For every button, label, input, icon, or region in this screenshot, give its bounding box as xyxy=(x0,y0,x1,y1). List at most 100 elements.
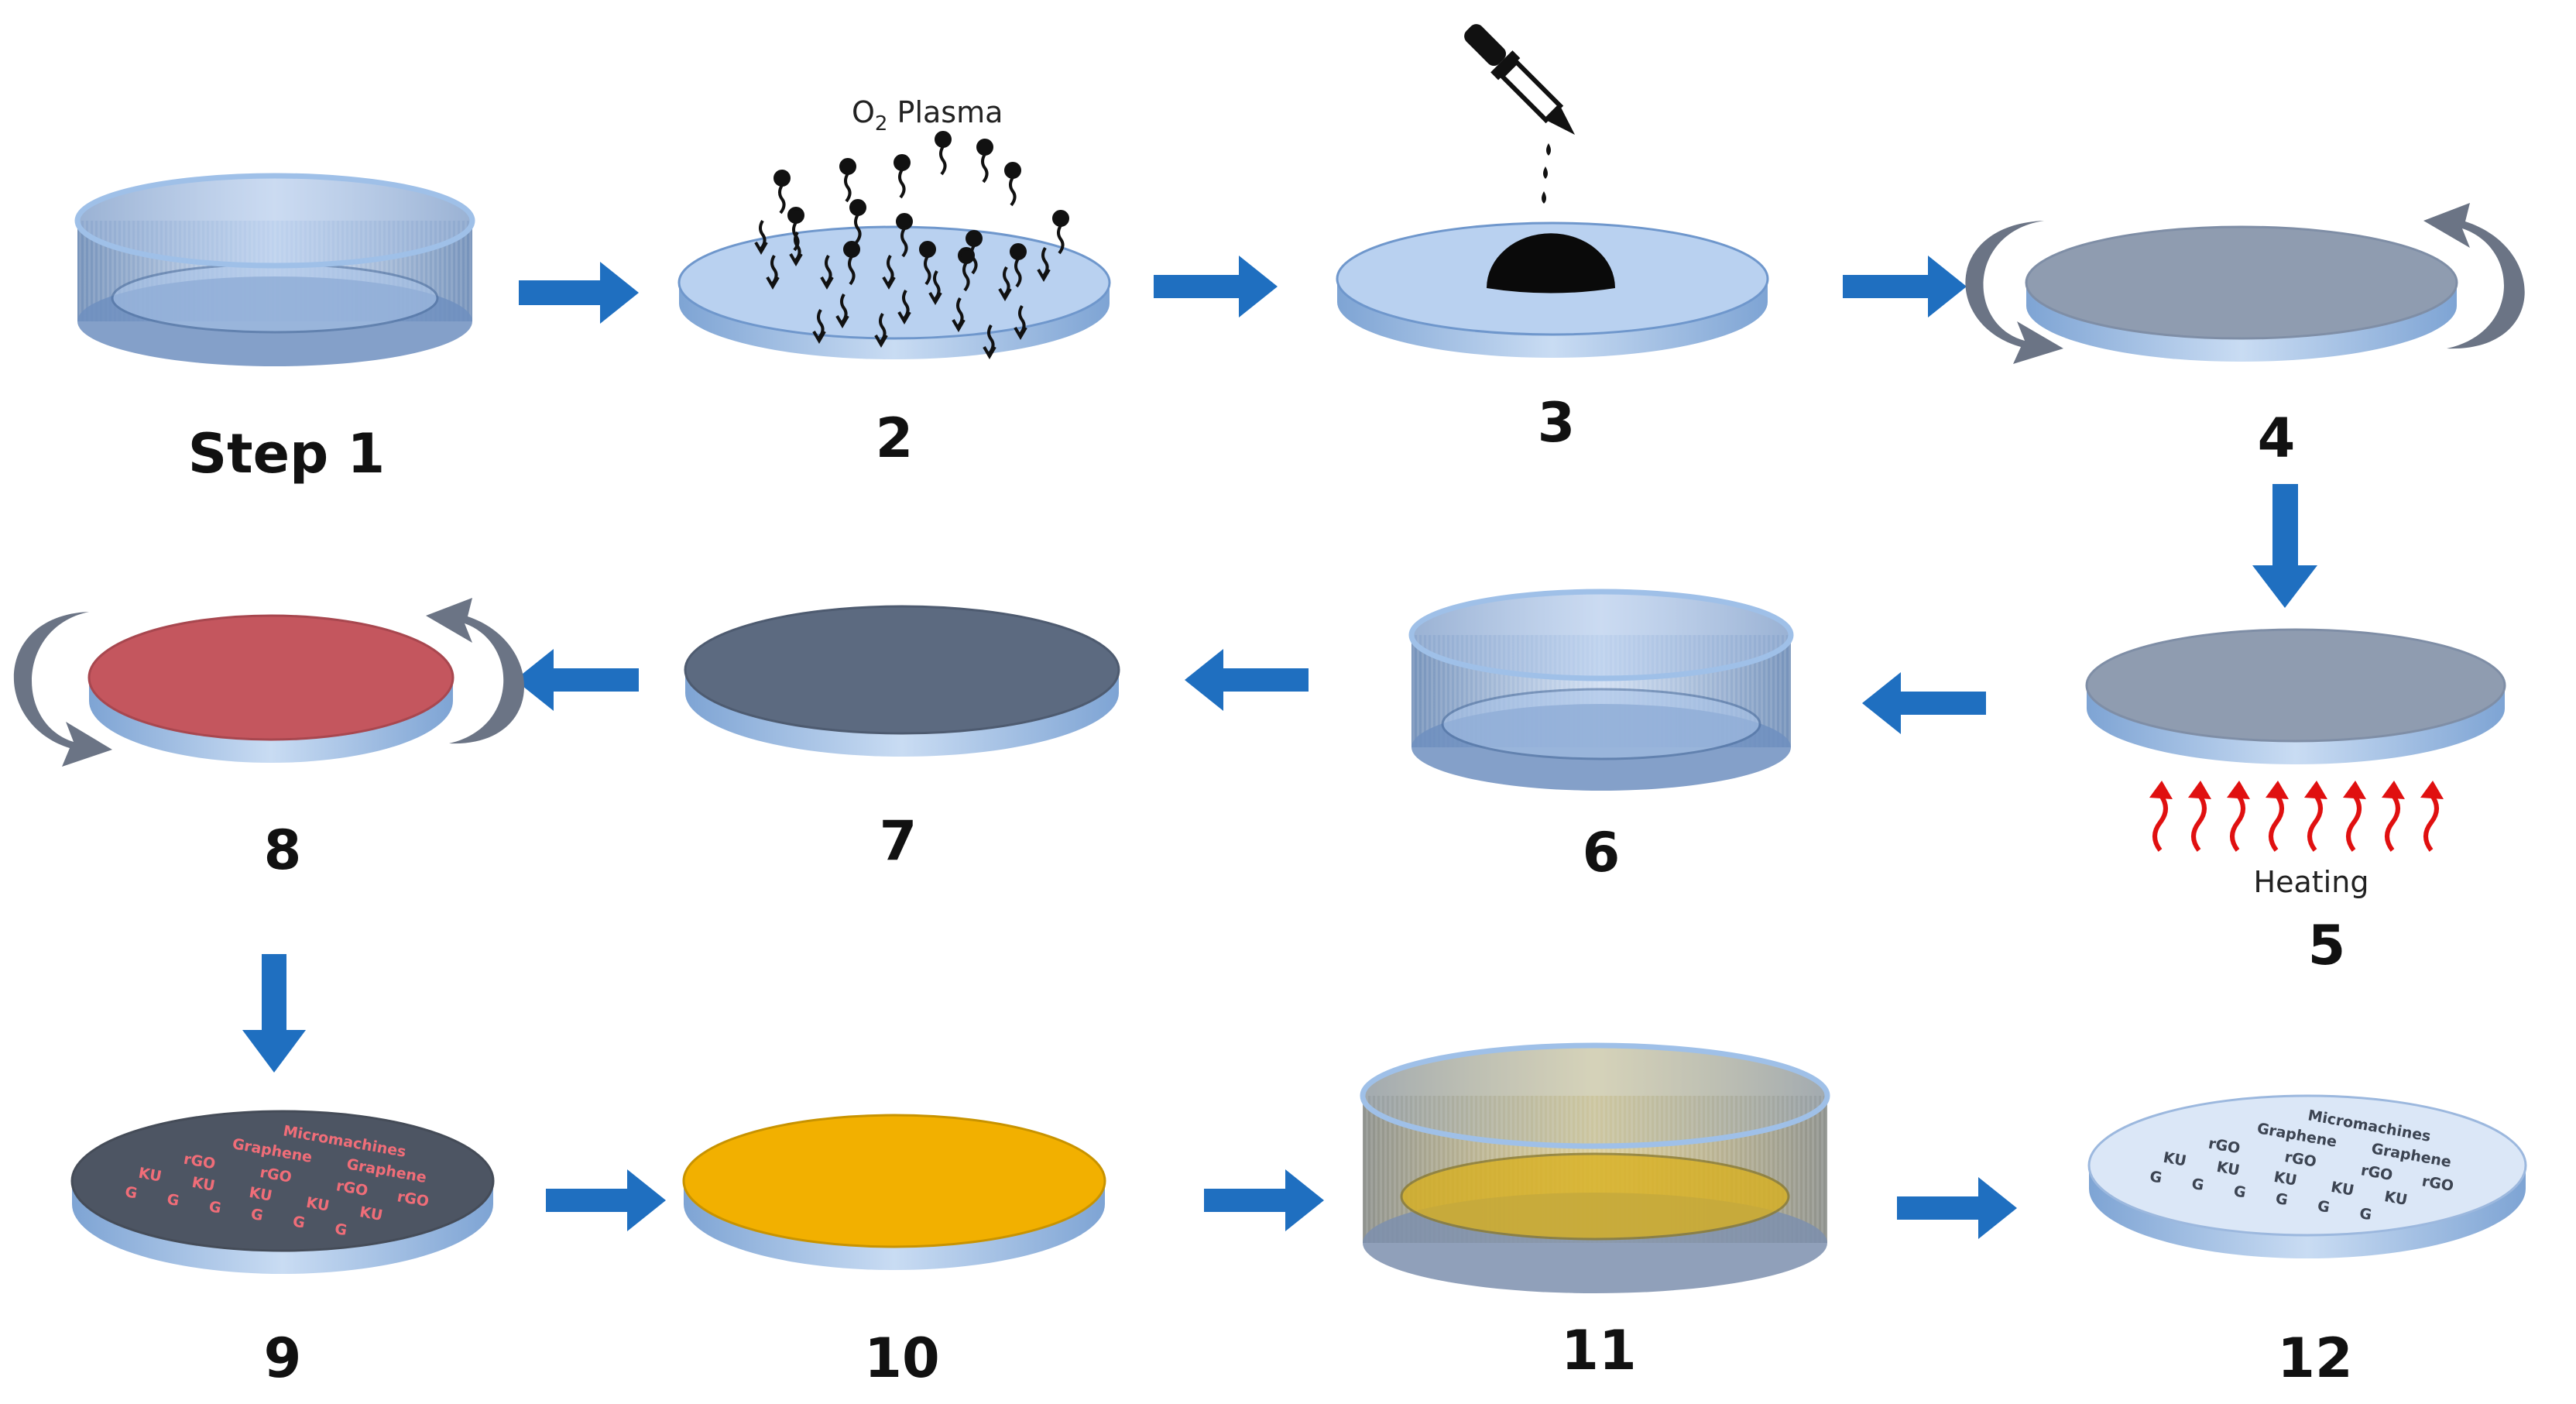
wafer-step-10 xyxy=(682,1114,1106,1270)
pattern-ku: KU xyxy=(2215,1159,2241,1179)
plasma-arrow xyxy=(952,297,966,332)
pattern-g: G xyxy=(2190,1176,2205,1194)
flow-arrow-7-8 xyxy=(515,649,639,711)
solution-droplet xyxy=(1487,233,1615,294)
plasma-ion xyxy=(849,199,866,244)
petri-dish-step-1 xyxy=(74,173,475,366)
plasma-ions xyxy=(754,131,1069,359)
plasma-ion xyxy=(787,207,804,252)
plasma-arrow xyxy=(998,266,1012,301)
pattern-g: G xyxy=(2316,1197,2331,1216)
plasma-arrow xyxy=(835,293,849,328)
heat-arrow xyxy=(2266,781,2289,852)
heat-arrow xyxy=(2149,781,2173,852)
plasma-ion xyxy=(919,241,936,286)
plasma-arrow xyxy=(766,254,780,290)
step-label-5: 5 xyxy=(2308,914,2346,977)
heat-arrow xyxy=(2227,781,2250,852)
plasma-arrow xyxy=(1014,304,1027,340)
rotation-arrows-step-4 xyxy=(1965,203,2525,364)
wafer-step-12 xyxy=(2087,1094,2527,1258)
step-label-8: 8 xyxy=(264,819,302,882)
flow-arrow-6-7 xyxy=(1185,649,1309,711)
plasma-arrow xyxy=(789,231,803,266)
step-label-12: 12 xyxy=(2277,1327,2352,1390)
plasma-ion xyxy=(1004,162,1021,207)
pattern-g: G xyxy=(334,1220,348,1239)
plasma-label: O2 Plasma xyxy=(852,95,1003,136)
plasma-arrow xyxy=(983,324,996,359)
pattern-ku: KU xyxy=(2162,1149,2187,1170)
step-label-1: Step 1 xyxy=(188,422,386,486)
flow-arrow-2-3 xyxy=(1154,256,1278,318)
plasma-ion xyxy=(966,230,983,275)
heating-arrows xyxy=(2149,781,2444,852)
pattern-g: G xyxy=(2274,1190,2289,1209)
wafer-step-5 xyxy=(2085,628,2506,764)
plasma-arrow xyxy=(812,308,826,344)
flow-arrow-8-9 xyxy=(242,954,306,1073)
plasma-arrow xyxy=(754,219,768,255)
plasma-ion xyxy=(894,154,911,199)
heat-arrow xyxy=(2343,781,2366,852)
plasma-arrow xyxy=(874,312,888,348)
pattern-ku: KU xyxy=(248,1184,273,1205)
step-label-2: 2 xyxy=(876,407,914,470)
plasma-ion xyxy=(1052,210,1069,255)
plasma-ion xyxy=(976,139,993,184)
plasma-arrow xyxy=(928,269,942,305)
pattern-ku: KU xyxy=(190,1174,216,1195)
pattern-g: G xyxy=(2232,1183,2247,1201)
wafer-step-8 xyxy=(87,614,454,763)
plasma-arrow xyxy=(1037,246,1051,282)
wafer-step-4 xyxy=(2025,225,2458,362)
pattern-ku: KU xyxy=(2383,1188,2409,1209)
flow-arrow-1-2 xyxy=(519,262,639,324)
step-label-10: 10 xyxy=(864,1327,939,1390)
flow-arrow-9-10 xyxy=(546,1169,666,1231)
pattern-g: G xyxy=(2149,1168,2163,1186)
step-label-3: 3 xyxy=(1538,391,1576,455)
rotation-arrows-step-8 xyxy=(13,598,524,767)
step-label-11: 11 xyxy=(1561,1319,1636,1382)
plasma-ion xyxy=(935,131,952,176)
flow-arrow-5-6 xyxy=(1862,672,1986,734)
flow-arrow-4-5 xyxy=(2252,484,2317,608)
heat-arrow xyxy=(2382,781,2405,852)
dropping-liquid xyxy=(1542,143,1551,204)
plasma-ion xyxy=(1010,243,1027,288)
step-label-7: 7 xyxy=(880,809,918,873)
step-label-6: 6 xyxy=(1583,821,1621,884)
step-label-9: 9 xyxy=(264,1327,302,1390)
plasma-arrow xyxy=(882,254,896,290)
heating-label: Heating xyxy=(2254,865,2369,899)
pattern-ku: KU xyxy=(305,1194,331,1215)
pattern-g: G xyxy=(166,1191,180,1210)
petri-dish-step-11 xyxy=(1360,1042,1830,1293)
petri-dish-step-6 xyxy=(1408,589,1794,791)
heat-arrow xyxy=(2188,781,2211,852)
pattern-ku: KU xyxy=(2330,1179,2355,1200)
wafer-step-9 xyxy=(70,1110,495,1274)
plasma-ion xyxy=(839,158,856,203)
flow-arrow-10-11 xyxy=(1204,1169,1324,1231)
pattern-g: G xyxy=(124,1183,139,1202)
flow-arrow-3-4 xyxy=(1843,256,1967,318)
pattern-g: G xyxy=(208,1198,222,1217)
heat-arrow xyxy=(2304,781,2327,852)
plasma-ion xyxy=(958,247,975,292)
pattern-ku: KU xyxy=(137,1165,163,1186)
pattern-ku: KU xyxy=(358,1203,384,1224)
wafer-step-7 xyxy=(684,605,1120,757)
plasma-ion xyxy=(773,170,791,215)
plasma-ion xyxy=(843,241,860,286)
plasma-arrow xyxy=(820,254,834,290)
step-label-4: 4 xyxy=(2258,407,2296,470)
flow-arrow-11-12 xyxy=(1897,1177,2017,1239)
pattern-g: G xyxy=(2358,1205,2373,1224)
plasma-arrow xyxy=(897,289,911,324)
pipette-icon xyxy=(1464,24,1576,136)
wafer-step-2 xyxy=(677,225,1111,359)
plasma-ion xyxy=(896,213,913,258)
